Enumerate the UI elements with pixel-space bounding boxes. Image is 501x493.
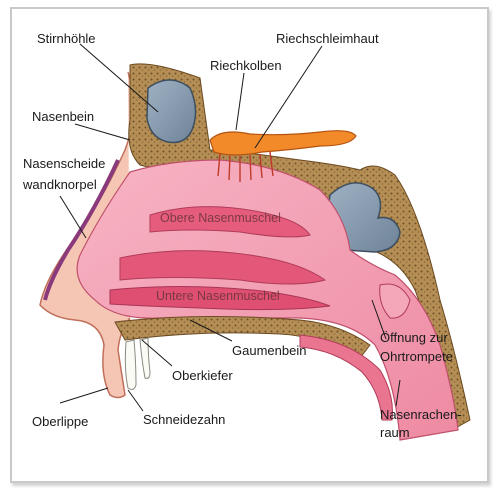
- label-untere-nasenmuschel: Untere Nasenmuschel: [156, 289, 280, 303]
- incisor-tooth: [125, 340, 136, 389]
- label-nasenscheide-2: wandknorpel: [22, 177, 97, 192]
- label-oeffnung-1: Öffnung zur: [380, 330, 448, 345]
- label-stirnhoehle: Stirnhöhle: [37, 31, 96, 46]
- label-nasenrachen-2: raum: [380, 425, 410, 440]
- incisor-tooth-2: [140, 338, 150, 378]
- label-riechschleimhaut: Riechschleimhaut: [276, 31, 379, 46]
- frontal-sinus: [147, 80, 196, 143]
- label-nasenscheide-1: Nasenscheide: [23, 156, 105, 171]
- label-nasenrachen-1: Nasenrachen-: [380, 407, 462, 422]
- label-gaumenbein: Gaumenbein: [232, 343, 306, 358]
- label-oberkiefer: Oberkiefer: [172, 368, 233, 383]
- olfactory-bulb: [210, 131, 356, 155]
- label-oberlippe: Oberlippe: [32, 414, 88, 429]
- label-nasenbein: Nasenbein: [32, 109, 94, 124]
- label-riechkolben: Riechkolben: [210, 58, 282, 73]
- label-oeffnung-2: Ohrtrompete: [380, 349, 453, 364]
- label-schneidezahn: Schneidezahn: [143, 412, 225, 427]
- label-obere-nasenmuschel: Obere Nasenmuschel: [160, 211, 281, 225]
